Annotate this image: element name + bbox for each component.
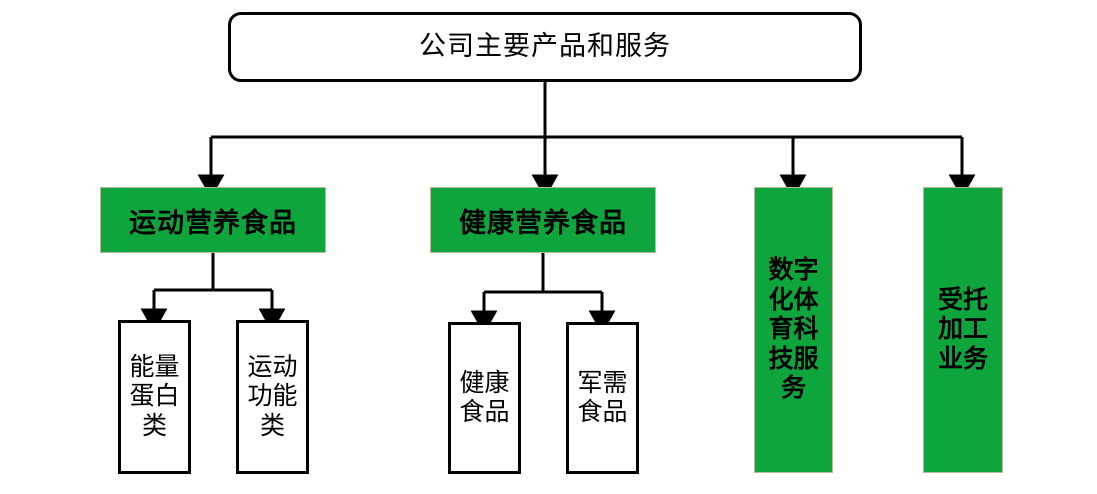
node-digital-sports-tech-label: 数字 化体 育科 技服 务: [768, 257, 819, 403]
node-health-food[interactable]: 健康 食品: [448, 322, 521, 474]
node-root-label: 公司主要产品和服务: [419, 31, 671, 62]
node-contract-manufacturing-label: 受托 加工 业务: [937, 286, 988, 373]
node-health-food-label: 健康 食品: [459, 369, 510, 427]
node-digital-sports-tech[interactable]: 数字 化体 育科 技服 务: [754, 187, 833, 473]
node-sports-nutrition-label: 运动营养食品: [129, 207, 297, 238]
node-energy-protein-label: 能量 蛋白 类: [129, 353, 180, 440]
node-military-food-label: 军需 食品: [577, 369, 628, 427]
node-sports-function-label: 运动 功能 类: [247, 353, 298, 440]
node-health-nutrition-label: 健康营养食品: [459, 207, 627, 238]
node-sports-function[interactable]: 运动 功能 类: [236, 320, 309, 474]
node-health-nutrition[interactable]: 健康营养食品: [430, 187, 656, 253]
node-sports-nutrition[interactable]: 运动营养食品: [100, 187, 326, 253]
node-energy-protein[interactable]: 能量 蛋白 类: [118, 320, 191, 474]
node-military-food[interactable]: 军需 食品: [566, 322, 639, 474]
node-contract-manufacturing[interactable]: 受托 加工 业务: [923, 187, 1003, 473]
node-root[interactable]: 公司主要产品和服务: [228, 12, 862, 82]
